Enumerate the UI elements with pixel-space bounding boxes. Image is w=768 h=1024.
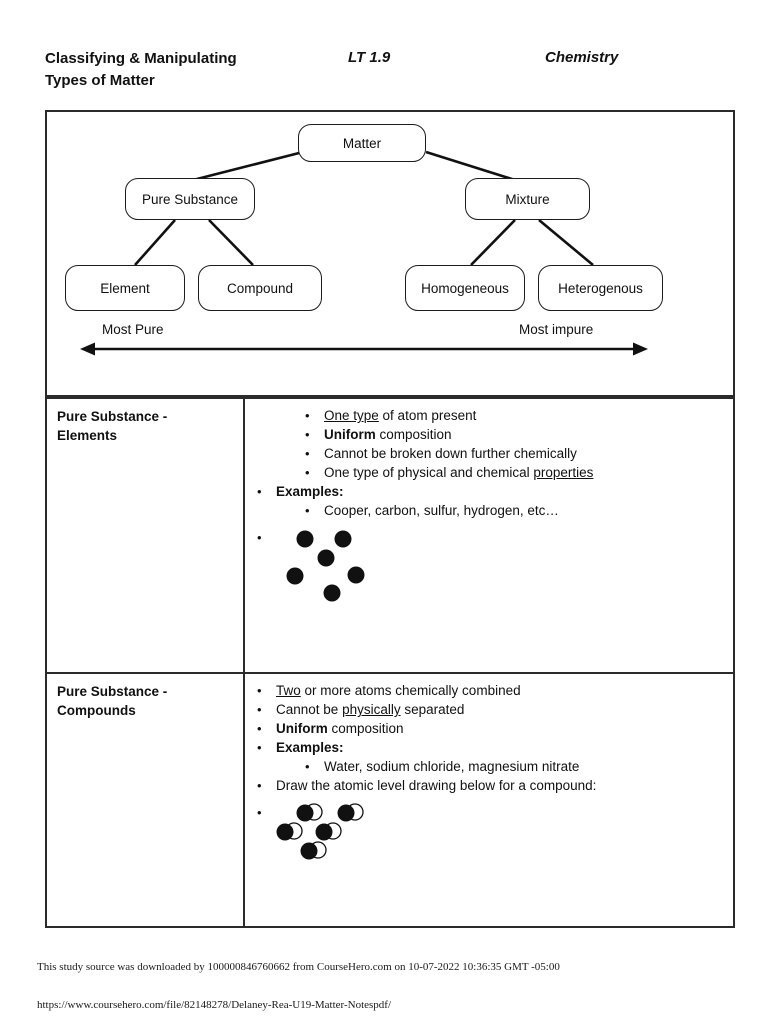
bullet-marker: • (257, 778, 262, 793)
axis-label-most-impure: Most impure (519, 322, 594, 337)
node-compound: Compound (198, 265, 322, 311)
text-segment: One type (324, 408, 379, 423)
text-segment: Examples: (276, 740, 344, 755)
text-segment: of atom present (378, 408, 477, 423)
text-segment: Two (276, 683, 301, 698)
bullet-marker: • (257, 805, 262, 820)
bullet-marker: • (257, 530, 262, 545)
text-segment: properties (533, 465, 594, 480)
bullet-text: One type of physical and chemical proper… (314, 463, 593, 482)
bullet-line: • Uniform composition (253, 719, 725, 738)
bullet-line: • Examples: (253, 482, 725, 501)
diagram-connector-lines (80, 150, 648, 356)
row-heading-elements: Pure Substance - Elements (47, 399, 245, 672)
text-segment: One type of physical and chemical (324, 465, 534, 480)
axis-label-most-pure: Most Pure (102, 322, 164, 337)
bullet-marker: • (257, 484, 262, 499)
bullet-line: • One type of physical and chemical prop… (253, 463, 725, 482)
row-heading-line2: Compounds (57, 703, 136, 718)
bullet-text: One type of atom present (314, 406, 476, 425)
row-content-compounds: • Two or more atoms chemically combined … (245, 674, 733, 928)
node-homogeneous-label: Homogeneous (421, 280, 509, 296)
bullet-marker: • (305, 427, 310, 442)
row-heading-compounds: Pure Substance - Compounds (47, 674, 245, 928)
subject-label: Chemistry (545, 49, 619, 66)
text-segment: Cooper, carbon, sulfur, hydrogen, etc… (324, 503, 559, 518)
text-segment: composition (375, 427, 452, 442)
bullet-line: • Cannot be broken down further chemical… (253, 444, 725, 463)
bullet-marker: • (257, 721, 262, 736)
bullet-line: • Examples: (253, 738, 725, 757)
matter-classification-diagram: Matter Pure Substance Mixture Element Co… (45, 110, 735, 397)
bullet-marker: • (305, 759, 310, 774)
node-compound-label: Compound (226, 280, 294, 296)
row-heading-line2: Elements (57, 428, 118, 443)
bullet-text: Uniform composition (266, 719, 404, 738)
bullet-text: Cooper, carbon, sulfur, hydrogen, etc… (314, 501, 559, 520)
text-segment: Uniform (276, 721, 328, 736)
node-matter-label: Matter (342, 135, 382, 151)
bullet-text: Cannot be broken down further chemically (314, 444, 577, 463)
bullet-line: • Cooper, carbon, sulfur, hydrogen, etc… (253, 501, 725, 520)
page-title: Classifying & Manipulating Types of Matt… (45, 48, 345, 92)
coursehero-url[interactable]: https://www.coursehero.com/file/82148278… (37, 999, 392, 1011)
text-segment: or more atoms chemically combined (300, 683, 521, 698)
text-segment: Cannot be (276, 702, 343, 717)
node-heterogenous-label: Heterogenous (558, 280, 643, 296)
row-content-elements: • One type of atom present • Uniform com… (245, 399, 733, 672)
bullet-line: • One type of atom present (253, 406, 725, 425)
element-atoms-drawing: • (253, 524, 725, 602)
bullet-text: Uniform composition (314, 425, 452, 444)
bullet-marker: • (257, 683, 262, 698)
text-segment: Examples: (276, 484, 344, 499)
coursehero-download-line: This study source was downloaded by 1000… (37, 961, 560, 973)
bullet-line: • Cannot be physically separated (253, 700, 725, 719)
bullet-text: Two or more atoms chemically combined (266, 681, 521, 700)
bullet-line: • Draw the atomic level drawing below fo… (253, 776, 725, 795)
page-title-line1: Classifying & Manipulating (45, 50, 237, 67)
bullet-text: Examples: (266, 738, 344, 757)
learning-target-code: LT 1.9 (348, 49, 391, 66)
text-segment: Draw the atomic level drawing below for … (276, 778, 597, 793)
row-heading-line1: Pure Substance - (57, 684, 168, 699)
node-pure-substance: Pure Substance (125, 178, 255, 220)
text-segment: Uniform (324, 427, 376, 442)
bullet-line: • Two or more atoms chemically combined (253, 681, 725, 700)
bullet-marker: • (305, 465, 310, 480)
notes-table: Pure Substance - Elements • One type of … (45, 397, 735, 928)
bullet-marker: • (257, 702, 262, 717)
node-element: Element (65, 265, 185, 311)
purity-axis-arrow (80, 342, 648, 356)
bullet-text: Draw the atomic level drawing below for … (266, 776, 596, 795)
text-segment: composition (327, 721, 404, 736)
bullet-line: • Water, sodium chloride, magnesium nitr… (253, 757, 725, 776)
bullet-text: Cannot be physically separated (266, 700, 464, 719)
text-segment: separated (400, 702, 465, 717)
bullet-text: Water, sodium chloride, magnesium nitrat… (314, 757, 579, 776)
node-element-label: Element (100, 280, 150, 296)
bullet-text: Examples: (266, 482, 344, 501)
node-mixture: Mixture (465, 178, 590, 220)
table-row-elements: Pure Substance - Elements • One type of … (47, 399, 733, 672)
bullet-marker: • (257, 740, 262, 755)
text-segment: Cannot be broken down further chemically (324, 446, 577, 461)
element-atoms-dots (286, 530, 365, 602)
compound-molecules-drawing: • (253, 799, 725, 861)
node-mixture-label: Mixture (505, 191, 550, 207)
node-homogeneous: Homogeneous (405, 265, 525, 311)
text-segment: Water, sodium chloride, magnesium nitrat… (324, 759, 580, 774)
bullet-marker: • (305, 503, 310, 518)
row-heading-line1: Pure Substance - (57, 409, 168, 424)
node-pure-substance-label: Pure Substance (141, 191, 239, 207)
bullet-line: • Uniform composition (253, 425, 725, 444)
text-segment: physically (342, 702, 401, 717)
compound-molecules-dots (276, 803, 364, 860)
node-heterogenous: Heterogenous (538, 265, 663, 311)
bullet-marker: • (305, 408, 310, 423)
node-matter: Matter (298, 124, 426, 162)
table-row-compounds: Pure Substance - Compounds • Two or more… (47, 672, 733, 928)
page-title-line2: Types of Matter (45, 72, 155, 89)
bullet-marker: • (305, 446, 310, 461)
